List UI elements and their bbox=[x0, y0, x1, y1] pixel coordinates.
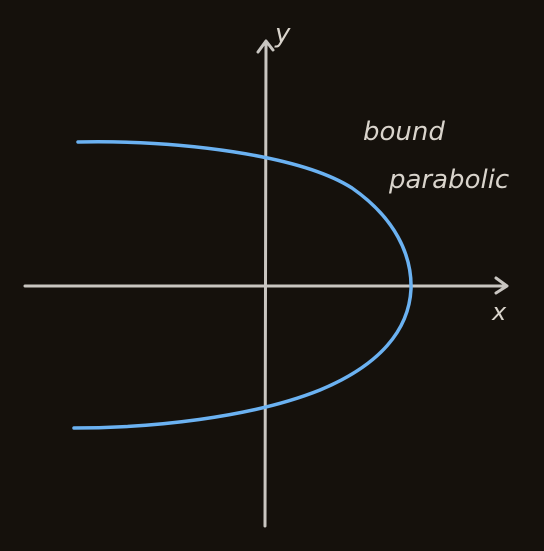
y-axis bbox=[263, 40, 268, 528]
x-axis-label: x bbox=[491, 298, 507, 326]
parabola-curve bbox=[72, 140, 413, 430]
y-axis-arrowhead bbox=[256, 39, 275, 54]
annotation-line-2: parabolic bbox=[388, 165, 509, 195]
annotation-line-1: bound bbox=[363, 117, 445, 147]
y-axis-label: y bbox=[274, 19, 291, 49]
x-axis-arrowhead bbox=[494, 276, 509, 295]
